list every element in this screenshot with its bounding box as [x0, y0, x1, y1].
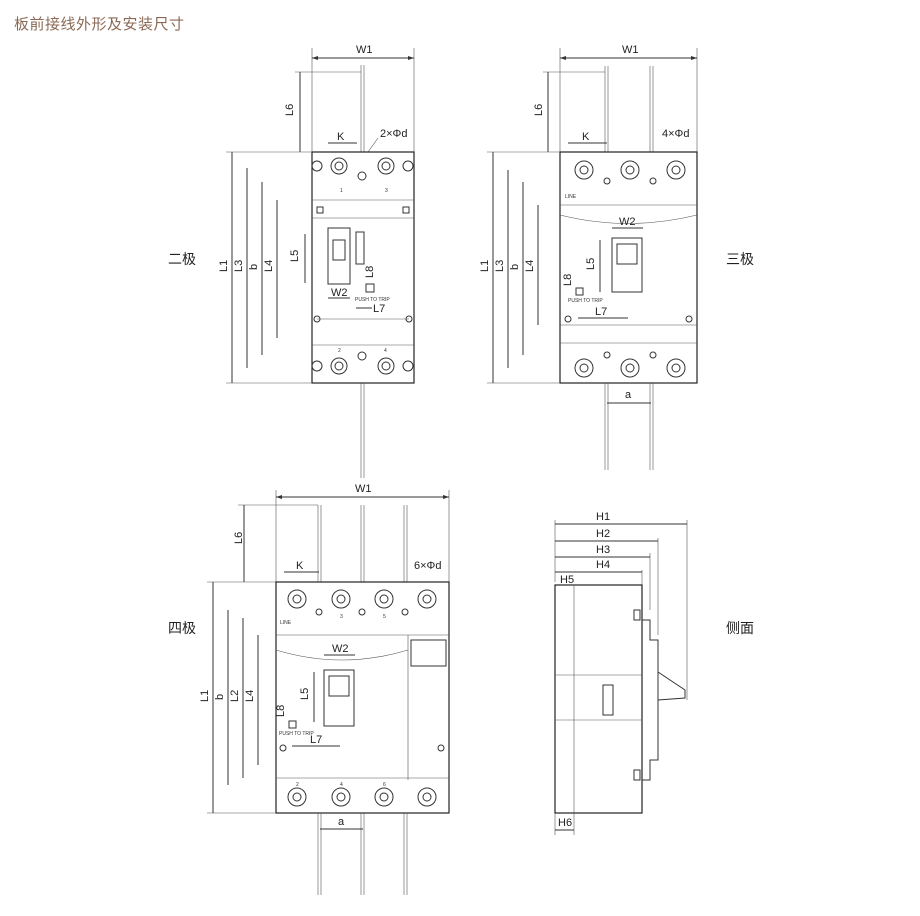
page-title: 板前接线外形及安装尺寸 [14, 16, 185, 33]
mark-4-four: 4 [340, 782, 343, 788]
label-side-view: 侧面 [726, 620, 754, 636]
dim-l7-two: L7 [373, 303, 385, 315]
dim-w1-three: W1 [622, 44, 639, 56]
label-two-pole: 二极 [168, 251, 196, 267]
dim-h6: H6 [558, 817, 572, 829]
dim-a-four: a [338, 816, 345, 828]
mark-5-four: 5 [383, 614, 386, 620]
mark-4-two: 4 [384, 348, 387, 354]
dim-holes-two: 2×Φd [380, 128, 407, 140]
dim-h3: H3 [596, 544, 610, 556]
dim-k-four: K [296, 560, 304, 572]
dim-l1-two: L1 [218, 260, 230, 272]
dim-h4: H4 [596, 559, 610, 571]
dim-b-two: b [248, 264, 260, 270]
dim-w1-four: W1 [355, 483, 372, 495]
dim-h2: H2 [596, 528, 610, 540]
mark-push-two: PUSH TO TRIP [355, 297, 390, 303]
mark-1-two: 1 [340, 188, 343, 194]
dim-l5-three: L5 [585, 258, 597, 270]
dim-l5-two: L5 [289, 250, 301, 262]
dim-k-three: K [582, 131, 590, 143]
dim-l1-four: L1 [199, 690, 211, 702]
dim-l7-four: L7 [310, 734, 322, 746]
dim-l6-four: L6 [233, 532, 245, 544]
dim-a-three: a [625, 389, 632, 401]
dim-l6-three: L6 [533, 104, 545, 116]
mark-2-two: 2 [338, 348, 341, 354]
dim-l5-four: L5 [299, 688, 311, 700]
mark-push-four: PUSH TO TRIP [279, 731, 314, 737]
dim-w2-four: W2 [332, 643, 349, 655]
mark-3-two: 3 [385, 188, 388, 194]
dim-l4-three: L4 [524, 260, 536, 272]
dim-b-three: b [509, 264, 521, 270]
dim-h5: H5 [560, 574, 574, 586]
label-three-pole: 三极 [726, 251, 754, 267]
dim-holes-three: 4×Φd [662, 128, 689, 140]
mark-3-four: 3 [340, 614, 343, 620]
dim-l3-two: L3 [233, 260, 245, 272]
dim-l4-two: L4 [263, 260, 275, 272]
dim-holes-four: 6×Φd [414, 560, 441, 572]
mark-line-three: LINE [565, 194, 577, 200]
dim-l2-four: L2 [229, 690, 241, 702]
mark-2-four: 2 [296, 782, 299, 788]
dim-l4-four: L4 [244, 690, 256, 702]
mark-6-four: 6 [383, 782, 386, 788]
four-pole-view: W1 L6 K 6×Φd LINE 3 5 W2 L5 PUSH TO TRI [199, 483, 450, 895]
dim-l8-three: L8 [562, 274, 574, 286]
dim-l8-four: L8 [275, 705, 287, 717]
mark-push-three: PUSH TO TRIP [568, 298, 603, 304]
dim-l6-two: L6 [284, 104, 296, 116]
mark-line-four: LINE [280, 620, 292, 626]
three-pole-view: W1 L6 K 4×Φd LINE W2 L5 PUSH TO TRIP L8 … [479, 44, 698, 470]
dim-b-four: b [214, 694, 226, 700]
dim-l1-three: L1 [479, 260, 491, 272]
dim-l8-two: L8 [364, 266, 376, 278]
label-four-pole: 四极 [168, 620, 196, 636]
dim-k-two: K [337, 131, 345, 143]
dim-w1-two: W1 [356, 44, 373, 56]
two-pole-view: W1 L6 K 2×Φd 1 3 W2 PUSH TO TRIP [218, 44, 415, 478]
dim-l3-three: L3 [494, 260, 506, 272]
dim-w2-two: W2 [331, 287, 348, 299]
side-view: H1 H2 H3 H4 H5 H6 [554, 511, 688, 835]
dim-l7-three: L7 [595, 306, 607, 318]
dim-w2-three: W2 [619, 216, 636, 228]
dim-h1: H1 [596, 511, 610, 523]
